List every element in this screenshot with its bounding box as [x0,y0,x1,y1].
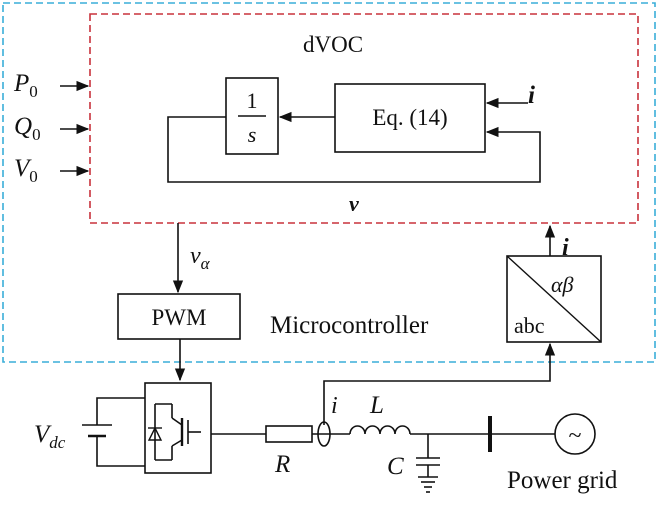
grid-source-symbol: ~ [569,423,582,449]
pwm-block: PWM [117,293,241,340]
current-sensor-feedback-wire [323,342,556,425]
grid-source [554,413,596,455]
ground-symbol [418,476,438,493]
dvoc-title: dVOC [303,32,363,57]
integrator-block: 1 s [225,77,279,155]
dvoc-boundary [89,13,639,224]
svg-text:PWM: PWM [152,305,207,330]
transform-output-current: i [562,235,569,261]
setpoint-v0: V0 [14,155,90,186]
feedback-voltage-label: v [349,191,359,216]
svg-text:Eq. (14): Eq. (14) [372,105,447,130]
current-sensor-label: i [331,393,338,419]
setpoint-p0: P0 [13,70,90,101]
inverter-block [144,382,212,474]
dc-voltage-source [82,397,145,467]
current-sensor-ring [317,421,331,447]
dvoc-current-label: i [528,82,535,109]
svg-text:s: s [248,122,257,147]
shunt-capacitor [416,434,440,477]
inductor-label: L [369,392,384,419]
equation-block: Eq. (14) [334,83,486,153]
svg-text:1: 1 [247,88,258,113]
microcontroller-label: Microcontroller [270,312,429,339]
svg-text:P0: P0 [13,70,38,101]
pwm-input-signal: vα [190,243,211,273]
svg-text:V0: V0 [14,155,38,186]
feedback-loop-wire [167,116,541,183]
microcontroller-boundary [2,2,656,363]
resistor-label: R [274,451,290,478]
svg-text:αβ: αβ [551,272,574,297]
setpoint-q0: Q0 [14,113,90,144]
power-grid-label: Power grid [507,467,618,494]
dc-source-label: Vdc [34,421,66,452]
inductor [349,425,411,435]
svg-text:abc: abc [514,313,545,338]
svg-text:Q0: Q0 [14,113,41,144]
abc-alphabeta-transform-block: αβ abc [506,255,602,343]
resistor [265,425,313,443]
capacitor-label: C [387,453,404,480]
